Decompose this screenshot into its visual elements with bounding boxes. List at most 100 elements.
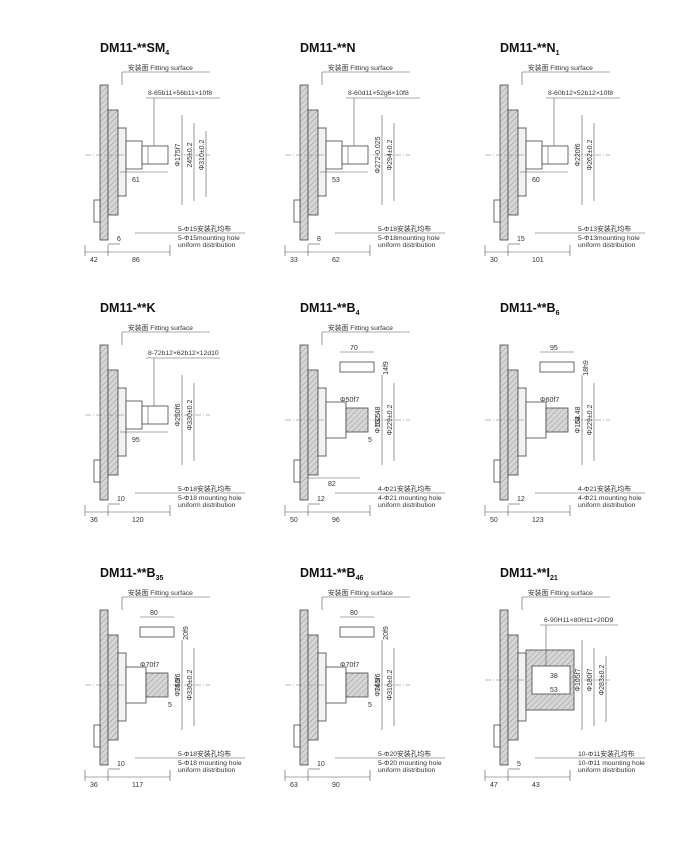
gap-value: 12 — [317, 496, 325, 503]
gap-value: 5 — [517, 761, 521, 768]
diameter-value-0: Φ250f6 — [175, 673, 182, 696]
mounting-holes-cn: 5-Φ13安装孔均布 — [578, 224, 631, 233]
part-title-subscript: 4 — [165, 50, 169, 57]
part-title-subscript: 4 — [356, 310, 360, 317]
part-title-subscript: 1 — [556, 50, 560, 57]
diameter-value-1: Φ310±0.2 — [387, 669, 394, 700]
key-height-value: 53.5 — [375, 413, 382, 427]
hub-ring — [517, 652, 527, 722]
key-length-value: 80 — [350, 610, 358, 617]
key-width-value: 20f9 — [183, 626, 190, 640]
hub-ring — [117, 387, 127, 457]
mounting-holes-cn: 10-Φ11安装孔均布 — [578, 749, 634, 758]
gap-value: 10 — [117, 496, 125, 503]
part-title-subscript: 46 — [356, 575, 364, 582]
diameter-value-0: Φ105f7 — [575, 668, 582, 691]
spline-shaft — [541, 145, 569, 165]
bottom-dim-value-1: 101 — [532, 257, 544, 264]
mounting-holes-en: 5-Φ13mounting hole — [578, 235, 640, 242]
mount-bolt — [493, 199, 501, 223]
mounting-holes-en: 10-Φ11 mounting hole — [578, 760, 645, 767]
internal-spline-bore — [531, 665, 571, 695]
part-title: DM11-**B4 — [300, 301, 360, 317]
spline-shaft — [341, 145, 369, 165]
key-height-value: 74.5 — [175, 678, 182, 692]
bottom-dim-value-0: 47 — [490, 782, 498, 789]
flange-plate — [299, 84, 309, 241]
spline-shaft — [141, 145, 169, 165]
fitting-surface-label: 安装面 Fitting surface — [328, 588, 393, 597]
hub-ring — [117, 127, 127, 197]
bore-spec-label: 6-90H11×80H11×20D9 — [544, 617, 613, 624]
part-title-subscript: 6 — [556, 310, 560, 317]
diameter-value-0: Φ272-0.025 — [375, 136, 382, 173]
key-width-value: 14f9 — [383, 361, 390, 375]
keyed-shaft-end — [145, 672, 169, 698]
fitting-surface-label: 安装面 Fitting surface — [128, 588, 193, 597]
diameter-value-1: Φ330±0.2 — [187, 669, 194, 700]
fitting-surface-label: 安装面 Fitting surface — [528, 588, 593, 597]
gap-value: 8 — [317, 236, 321, 243]
hub-ring — [317, 652, 327, 722]
diameter-value-1: Φ229±0.2 — [587, 404, 594, 435]
bottom-dim-value-1: 90 — [332, 782, 340, 789]
shaft-base — [325, 140, 343, 170]
mount-bolt — [493, 724, 501, 748]
mount-bolt — [293, 199, 301, 223]
bore-length-a: 38 — [550, 673, 558, 680]
key-height-value: 74.5 — [375, 678, 382, 692]
part-title: DM11-**SM4 — [100, 41, 169, 57]
bottom-dim-value-0: 36 — [90, 782, 98, 789]
shaft-base — [525, 140, 543, 170]
shaft-diameter-value: Φ70f7 — [340, 662, 359, 669]
diameter-value-2: Φ283±0.2 — [599, 664, 606, 695]
diameter-value-0: Φ265f6 — [375, 673, 382, 696]
mount-bolt — [93, 199, 101, 223]
shaft-length-value: 61 — [132, 177, 140, 184]
shaft-body — [325, 666, 347, 704]
diameter-value-1: Φ229±0.2 — [387, 404, 394, 435]
key-length-value: 70 — [350, 345, 358, 352]
part-title: DM11-**B6 — [500, 301, 560, 317]
hub-ring — [517, 387, 527, 457]
part-title: DM11-**K — [100, 301, 156, 315]
key-top-view — [139, 626, 175, 638]
key-length-value: 80 — [150, 610, 158, 617]
part-i21: DM11-**I21 安装面 Fitting surface 6-90H11×80H… — [484, 566, 645, 789]
mounting-holes-en: 5-Φ18 mounting hole — [178, 760, 242, 767]
shaft-diameter-value: Φ50f7 — [340, 397, 359, 404]
mount-bolt — [93, 724, 101, 748]
mounting-holes-en-2: uniform distribution — [178, 502, 236, 509]
bottom-dim-value-1: 43 — [532, 782, 540, 789]
part-title: DM11-**N — [300, 41, 356, 55]
spline-spec-label: 8-60b12×52b12×10f8 — [548, 90, 613, 97]
flange-boss — [307, 109, 319, 216]
mounting-holes-en: 4-Φ21 mounting hole — [578, 495, 642, 502]
bottom-dim-value-0: 50 — [490, 517, 498, 524]
flange-plate — [299, 344, 309, 501]
shaft-base — [125, 400, 143, 430]
key-edge-value: 5 — [368, 702, 372, 709]
shaft-diameter-value: Φ70f7 — [140, 662, 159, 669]
part-title: DM11-**N1 — [500, 41, 560, 57]
diameter-value-1: 245±0.2 — [187, 142, 194, 167]
middle-length-value: 82 — [328, 481, 336, 488]
mounting-holes-cn: 5-Φ18安装孔均布 — [378, 224, 431, 233]
flange-boss — [507, 109, 519, 216]
mounting-holes-en: 5-Φ15mounting hole — [178, 235, 240, 242]
key-length-value: 95 — [550, 345, 558, 352]
gap-value: 15 — [517, 236, 525, 243]
bottom-dim-value-0: 36 — [90, 517, 98, 524]
part-title: DM11-**I21 — [500, 566, 558, 582]
bottom-dim-value-1: 62 — [332, 257, 340, 264]
part-title-subscript: 35 — [156, 575, 164, 582]
gap-value: 6 — [117, 236, 121, 243]
shaft-body — [525, 401, 547, 439]
shaft-base — [125, 140, 143, 170]
mounting-holes-en: 5-Φ20 mounting hole — [378, 760, 442, 767]
diameter-value-0: Φ152.48 — [575, 406, 582, 433]
